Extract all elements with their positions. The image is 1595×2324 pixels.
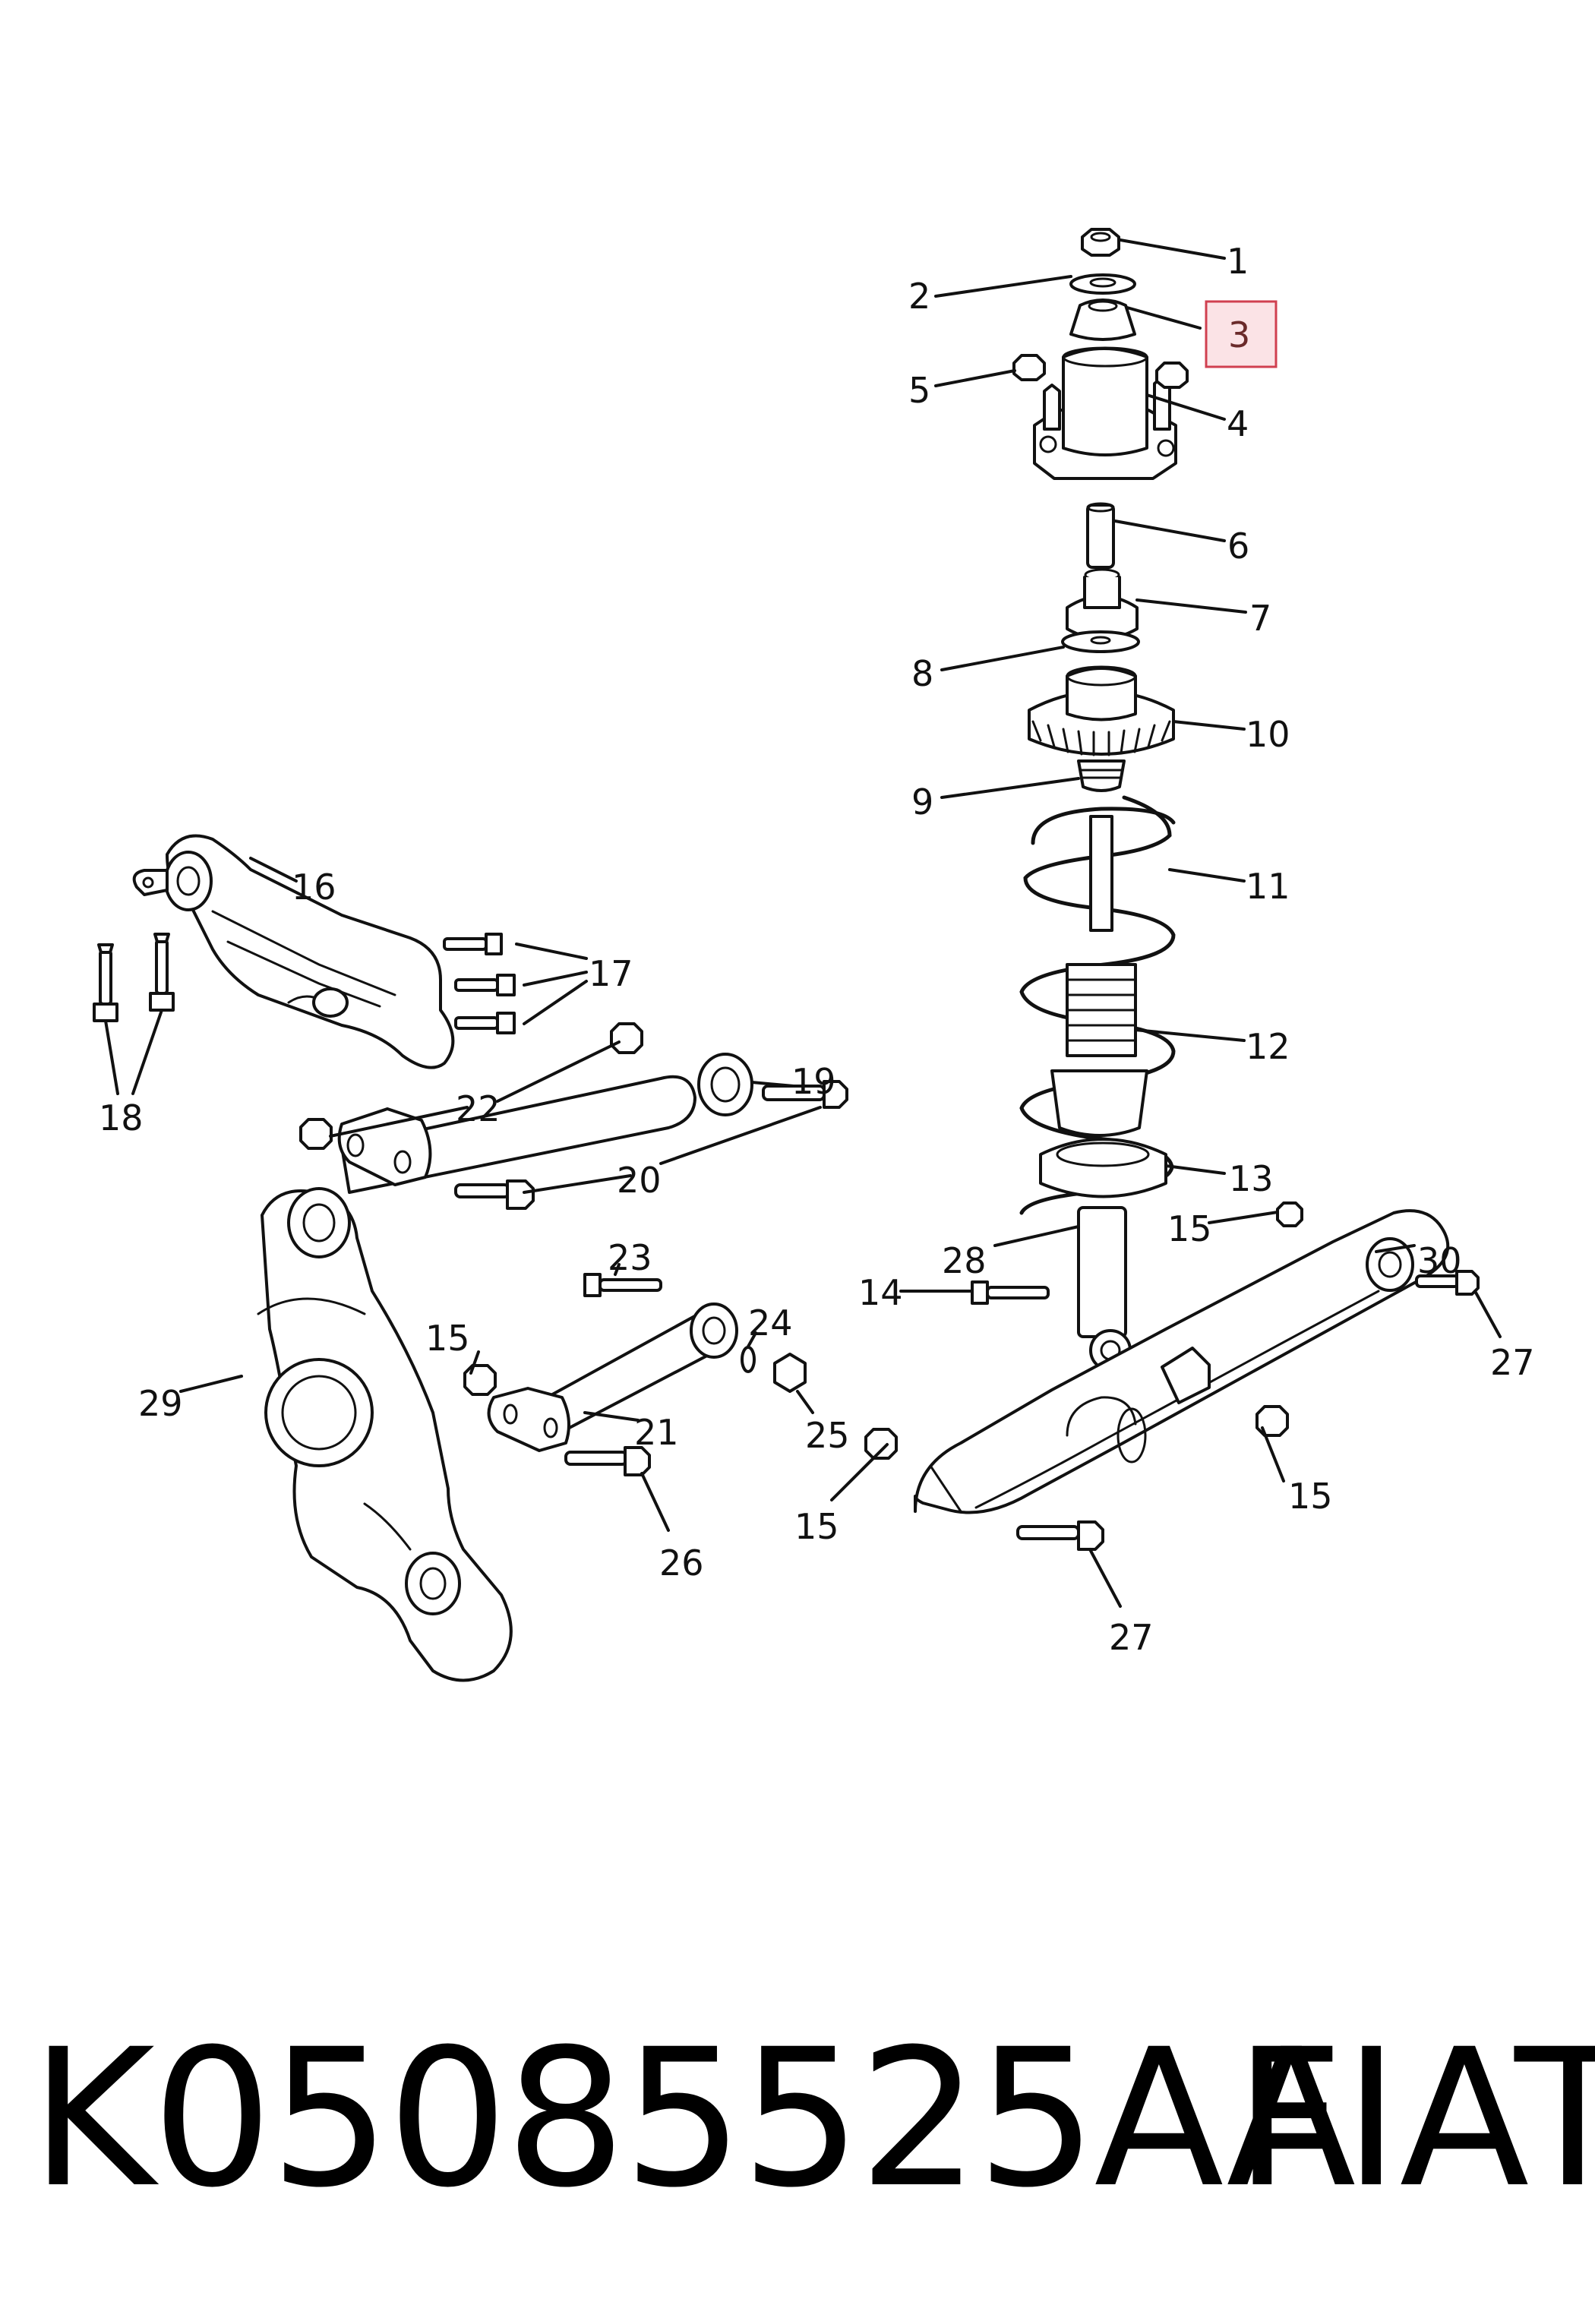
callout-6: 6 [1227, 526, 1249, 567]
part-25-bushing [773, 1353, 807, 1393]
callout-10: 10 [1246, 714, 1290, 755]
part-28-shock-body [1077, 1206, 1132, 1372]
callout-9: 9 [911, 782, 933, 823]
callout-27-a: 27 [1490, 1342, 1535, 1383]
part-15-nuts [463, 1201, 1303, 1460]
part-20-lateral-link [337, 1053, 753, 1194]
callout-8: 8 [911, 653, 933, 694]
callout-27-b: 27 [1109, 1617, 1154, 1658]
callout-22: 22 [456, 1088, 501, 1129]
part-24-washer [741, 1346, 756, 1373]
callout-15-a: 15 [1167, 1208, 1212, 1249]
leader-lines [104, 238, 1502, 1608]
callout-30: 30 [1417, 1240, 1462, 1281]
part-8-washer [1061, 630, 1140, 653]
bolt [454, 974, 516, 996]
callout-23: 23 [608, 1237, 652, 1278]
callout-19: 19 [791, 1061, 836, 1102]
callout-11: 11 [1246, 866, 1290, 907]
bolt [443, 933, 503, 955]
callout-15-b: 15 [425, 1318, 470, 1359]
callout-20: 20 [617, 1160, 662, 1201]
part-26-bolt [564, 1446, 651, 1476]
part-18-bolts [93, 933, 175, 1022]
part-5-nuts [1012, 354, 1189, 389]
callout-15-c: 15 [794, 1506, 839, 1547]
bolt [93, 943, 118, 1022]
callout-26: 26 [659, 1542, 704, 1584]
callout-29: 29 [138, 1383, 183, 1424]
part-14-bolt [971, 1280, 1050, 1305]
callout-numbers: 1 2 3 4 5 6 7 8 9 10 11 12 13 14 15 15 1… [99, 241, 1535, 1658]
callout-18: 18 [99, 1097, 144, 1138]
callout-5: 5 [908, 370, 930, 411]
callout-2: 2 [908, 276, 930, 317]
callout-14: 14 [858, 1272, 903, 1313]
part-17-bolts [443, 933, 516, 1034]
part-29-knuckle [257, 1187, 513, 1682]
part-6-sleeve [1086, 502, 1115, 569]
callout-15-d: 15 [1288, 1476, 1333, 1517]
part-20-bolt [454, 1179, 535, 1210]
part-7-bushing [1066, 568, 1139, 640]
callout-24: 24 [748, 1303, 793, 1344]
callout-3: 3 [1228, 314, 1250, 355]
highlight-box [1205, 300, 1278, 368]
callout-25: 25 [805, 1415, 850, 1456]
part-21-toe-link [487, 1303, 738, 1452]
callout-4: 4 [1227, 403, 1249, 444]
strut-assembly [1012, 228, 1189, 1372]
part-27-bolts [1016, 1270, 1480, 1551]
part-23-bolt [583, 1273, 662, 1297]
part-13-strut-lower-seat [1039, 1069, 1167, 1198]
part-16-upper-arm [132, 834, 455, 1069]
callout-21: 21 [634, 1412, 679, 1453]
part-3-bushing [1069, 298, 1136, 341]
part-4-upper-mount [1033, 346, 1177, 480]
callout-16: 16 [292, 867, 336, 908]
brand-caption: FIAT [1234, 2008, 1595, 2229]
bolt [454, 1012, 516, 1034]
callout-13: 13 [1229, 1158, 1274, 1199]
part-30-lower-control-arm [914, 1209, 1450, 1514]
part-1-nut [1081, 228, 1120, 257]
callout-28: 28 [942, 1240, 987, 1281]
part-10-spring-seat [1028, 665, 1175, 756]
part-2-washer [1069, 273, 1136, 295]
part-number-caption: K05085525AA [30, 2008, 1356, 2229]
callout-17: 17 [589, 953, 633, 994]
callout-7: 7 [1249, 598, 1271, 639]
part-12-dust-boot [1066, 963, 1137, 1057]
callout-12: 12 [1246, 1026, 1290, 1067]
part-9-bumper [1077, 759, 1126, 792]
part-22-nuts [299, 1022, 643, 1150]
callout-1: 1 [1227, 241, 1249, 282]
bolt [149, 933, 175, 1012]
